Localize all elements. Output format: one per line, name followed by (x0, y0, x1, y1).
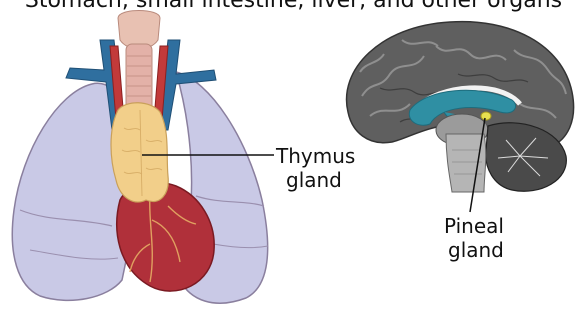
chest-illustration (12, 11, 274, 304)
pineal-label-line2: gland (448, 238, 504, 262)
thymus-gland (111, 103, 168, 202)
larynx (118, 11, 160, 50)
pineal-label-line1: Pineal (444, 214, 504, 238)
pineal-gland (481, 112, 491, 120)
brainstem (446, 134, 486, 192)
thymus-label-line1: Thymus (276, 144, 355, 168)
thymus-label-line2: gland (286, 168, 342, 192)
brain-illustration (347, 22, 574, 212)
